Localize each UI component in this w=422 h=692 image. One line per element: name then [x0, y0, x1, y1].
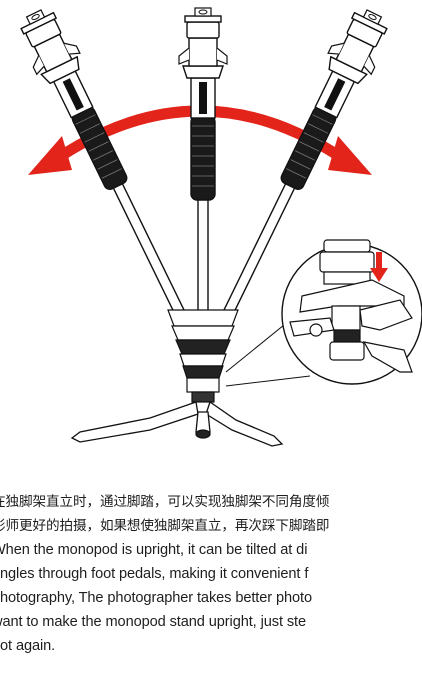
caption-line-en-1: When the monopod is upright, it can be t…	[0, 542, 308, 558]
press-down-arrow-icon	[370, 252, 388, 282]
base-joint	[167, 309, 239, 403]
caption-line-zh-1: 在独脚架直立时，通过脚踏，可以实现独脚架不同角度倾	[0, 494, 330, 510]
caption-line-en-3: photography, The photographer takes bett…	[0, 590, 313, 606]
caption-line-en-2: angles through foot pedals, making it co…	[0, 566, 309, 582]
monopod-upright-icon	[178, 7, 228, 349]
caption-line-zh-2: 影师更好的拍摄，如果想使独脚架直立，再次踩下脚踏即	[0, 518, 330, 534]
caption-line-en-5: oot again.	[0, 638, 56, 654]
caption-line-en-4: want to make the monopod stand upright, …	[0, 614, 307, 630]
monopod-illustration	[11, 2, 422, 447]
tripod-feet	[70, 400, 284, 447]
foot-pedal-detail-icon	[281, 239, 422, 385]
